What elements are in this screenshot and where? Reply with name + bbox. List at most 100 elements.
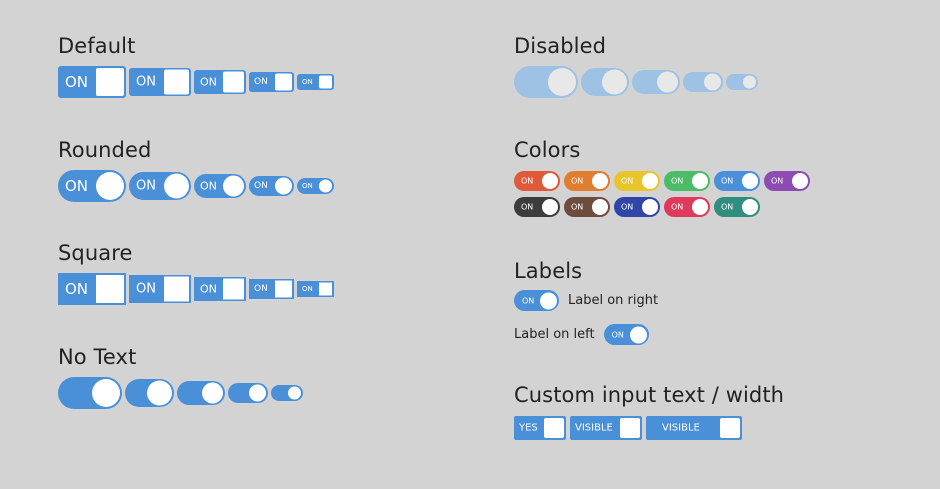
toggle-notext-sm[interactable] bbox=[228, 383, 268, 403]
toggle-label: ON bbox=[254, 284, 268, 294]
toggle-knob bbox=[319, 179, 332, 193]
toggle-rounded-sm[interactable]: ON bbox=[249, 176, 294, 196]
toggle-disabled-xl bbox=[514, 66, 578, 98]
toggle-knob bbox=[742, 199, 758, 215]
section-title-rounded: Rounded bbox=[58, 138, 152, 162]
toggle-rounded-xl[interactable]: ON bbox=[58, 170, 126, 202]
labels-section: Labels ON Label on right Label on left O… bbox=[514, 258, 658, 345]
toggle-label-left[interactable]: ON bbox=[603, 324, 649, 345]
toggle-knob bbox=[792, 173, 808, 189]
toggle-knob bbox=[147, 380, 172, 406]
toggle-label: ON bbox=[254, 77, 268, 87]
toggle-label: ON bbox=[302, 285, 313, 293]
toggle-color-red[interactable]: ON bbox=[514, 171, 560, 191]
toggle-label: ON bbox=[721, 202, 734, 212]
toggle-color-pink[interactable]: ON bbox=[664, 197, 710, 217]
toggle-label: ON bbox=[200, 179, 217, 193]
toggle-custom-visible[interactable]: VISIBLE bbox=[570, 416, 642, 440]
toggle-knob bbox=[319, 75, 332, 89]
toggle-disabled-xs bbox=[726, 74, 758, 90]
notext-toggles bbox=[58, 377, 303, 409]
toggle-label: ON bbox=[200, 282, 217, 296]
toggle-label: ON bbox=[136, 74, 156, 90]
square-section: Square ON ON ON ON ON bbox=[58, 240, 334, 305]
toggle-knob bbox=[275, 280, 292, 298]
toggle-knob bbox=[720, 418, 740, 438]
toggle-label: ON bbox=[65, 73, 89, 91]
toggle-notext-lg[interactable] bbox=[125, 379, 174, 407]
toggle-notext-xl[interactable] bbox=[58, 377, 122, 409]
toggle-label: ON bbox=[671, 202, 684, 212]
rounded-section: Rounded ON ON ON ON ON bbox=[58, 137, 334, 202]
section-title-colors: Colors bbox=[514, 138, 581, 162]
toggle-label: ON bbox=[621, 202, 634, 212]
toggle-knob bbox=[249, 384, 266, 402]
toggle-knob bbox=[657, 71, 678, 93]
toggle-label: YES bbox=[519, 422, 538, 434]
toggle-color-purple[interactable]: ON bbox=[764, 171, 810, 191]
toggle-label: ON bbox=[611, 330, 624, 339]
toggle-square-lg[interactable]: ON bbox=[129, 275, 191, 303]
colors-section: Colors ON ON ON ON ON ON ON ON ON ON ON bbox=[514, 137, 854, 217]
toggle-default-md[interactable]: ON bbox=[194, 70, 246, 94]
toggle-knob bbox=[288, 386, 301, 400]
toggle-default-xs[interactable]: ON bbox=[297, 74, 334, 90]
section-title-custom: Custom input text / width bbox=[514, 383, 785, 407]
toggle-knob bbox=[96, 275, 124, 303]
toggle-knob bbox=[704, 73, 721, 91]
toggle-color-dark[interactable]: ON bbox=[514, 197, 560, 217]
toggle-label: VISIBLE bbox=[575, 422, 613, 434]
toggle-knob bbox=[620, 418, 640, 438]
section-title-default: Default bbox=[58, 34, 136, 58]
toggle-color-blue[interactable]: ON bbox=[714, 171, 760, 191]
toggle-default-sm[interactable]: ON bbox=[249, 72, 294, 92]
toggle-knob bbox=[592, 199, 608, 215]
toggle-knob bbox=[96, 68, 124, 96]
toggle-disabled-sm bbox=[683, 72, 723, 92]
toggle-knob bbox=[642, 199, 658, 215]
toggle-label: VISIBLE bbox=[662, 422, 700, 434]
toggle-color-green[interactable]: ON bbox=[664, 171, 710, 191]
toggle-label: ON bbox=[254, 181, 268, 191]
toggle-knob bbox=[642, 173, 658, 189]
custom-section: Custom input text / width YES VISIBLE VI… bbox=[514, 382, 784, 440]
section-title-labels: Labels bbox=[514, 259, 583, 283]
section-title-square: Square bbox=[58, 241, 133, 265]
toggle-square-sm[interactable]: ON bbox=[249, 279, 294, 299]
toggle-square-xl[interactable]: ON bbox=[58, 273, 126, 305]
toggle-knob bbox=[542, 199, 558, 215]
rounded-toggles: ON ON ON ON ON bbox=[58, 170, 334, 202]
section-title-disabled: Disabled bbox=[514, 34, 607, 58]
toggle-notext-md[interactable] bbox=[177, 381, 225, 405]
toggle-color-yellow[interactable]: ON bbox=[614, 171, 660, 191]
toggle-label: ON bbox=[521, 176, 534, 186]
toggle-knob bbox=[692, 173, 708, 189]
toggle-square-md[interactable]: ON bbox=[194, 277, 246, 301]
toggle-custom-visible-wide[interactable]: VISIBLE bbox=[646, 416, 742, 440]
toggle-color-orange[interactable]: ON bbox=[564, 171, 610, 191]
toggle-label-right[interactable]: ON bbox=[514, 290, 559, 311]
toggle-label: ON bbox=[65, 280, 89, 298]
toggle-knob bbox=[592, 173, 608, 189]
toggle-knob bbox=[319, 282, 332, 296]
toggle-color-indigo[interactable]: ON bbox=[614, 197, 660, 217]
toggle-knob bbox=[223, 175, 244, 197]
toggle-default-lg[interactable]: ON bbox=[129, 68, 191, 96]
toggle-custom-yes[interactable]: YES bbox=[514, 416, 566, 440]
toggle-default-xl[interactable]: ON bbox=[58, 66, 126, 98]
toggle-rounded-lg[interactable]: ON bbox=[129, 172, 191, 200]
toggle-square-xs[interactable]: ON bbox=[297, 281, 334, 297]
toggle-knob bbox=[96, 172, 124, 200]
toggle-color-teal[interactable]: ON bbox=[714, 197, 760, 217]
toggle-rounded-xs[interactable]: ON bbox=[297, 178, 334, 194]
label-on-right-text: Label on right bbox=[568, 293, 659, 308]
toggle-label: ON bbox=[571, 176, 584, 186]
label-on-left-text: Label on left bbox=[514, 327, 595, 342]
toggle-color-brown[interactable]: ON bbox=[564, 197, 610, 217]
toggle-rounded-md[interactable]: ON bbox=[194, 174, 246, 198]
label-left-row: Label on left ON bbox=[514, 324, 658, 345]
toggle-notext-xs[interactable] bbox=[271, 385, 303, 401]
color-toggles: ON ON ON ON ON ON ON ON ON ON ON bbox=[514, 171, 854, 217]
label-right-row: ON Label on right bbox=[514, 290, 658, 311]
toggle-label: ON bbox=[136, 281, 156, 297]
